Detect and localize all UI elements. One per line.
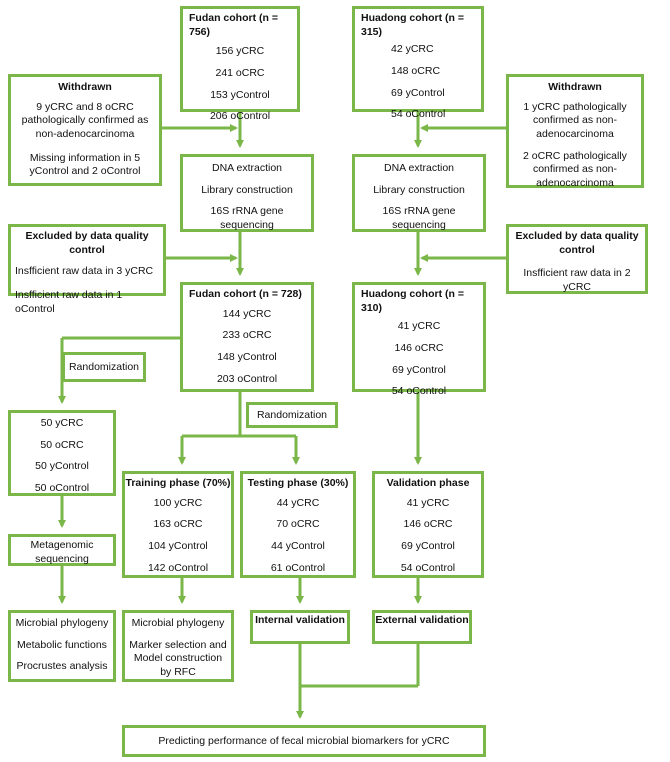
testing-phase-item: 44 yCRC — [276, 496, 320, 509]
validation-phase-box: Validation phase 41 yCRC 146 oCRC 69 yCo… — [372, 471, 484, 578]
excluded-right-item: Insfficient raw data in 2 yCRC — [523, 267, 631, 293]
analysis-item: Marker selection and Model construction … — [129, 638, 227, 678]
training-phase-item: 104 yControl — [148, 539, 208, 552]
fudan-cohort-qc-box: Fudan cohort (n = 728) 144 yCRC 233 oCRC… — [180, 282, 314, 392]
dna-step: Library construction — [373, 183, 465, 196]
huadong-cohort-qc-item: 146 oCRC — [394, 341, 444, 354]
fudan-cohort-qc-item: 144 yCRC — [222, 307, 272, 320]
excluded-left-item: Insfficient raw data in 3 yCRC — [15, 265, 154, 278]
analysis-item: Metabolic functions — [17, 638, 107, 651]
withdrawn-left-item: 9 yCRC and 8 oCRC pathologically confirm… — [21, 100, 149, 140]
dna-step: Library construction — [201, 183, 293, 196]
testing-phase-item: 70 oCRC — [276, 518, 320, 531]
dna-step: 16S rRNA gene sequencing — [210, 205, 284, 231]
withdrawn-left-title: Withdrawn — [58, 81, 112, 93]
dna-processing-left-box: DNA extraction Library construction 16S … — [180, 154, 314, 232]
fudan-cohort-item: 206 oControl — [209, 110, 271, 123]
excluded-right-title: Excluded by data quality control — [515, 230, 639, 256]
fudan-cohort-item: 156 yCRC — [215, 45, 265, 58]
internal-validation-box: Internal validation — [250, 610, 350, 644]
huadong-cohort-qc-item: 54 oControl — [391, 385, 447, 398]
dna-step: DNA extraction — [383, 162, 455, 174]
huadong-cohort-qc-title: Huadong cohort (n = 310) — [361, 288, 464, 314]
withdrawn-right-title: Withdrawn — [548, 81, 602, 93]
analysis-training-box: Microbial phylogeny Marker selection and… — [122, 610, 234, 682]
fudan-cohort-item: 153 yControl — [210, 88, 270, 101]
validation-phase-item: 146 oCRC — [403, 518, 453, 531]
analysis-item: Microbial phylogeny — [131, 617, 225, 629]
internal-validation-label: Internal validation — [255, 614, 345, 626]
external-validation-box: External validation — [372, 610, 472, 644]
training-phase-title: Training phase (70%) — [125, 477, 231, 489]
huadong-cohort-title: Huadong cohort (n = 315) — [361, 12, 464, 38]
dna-step: DNA extraction — [211, 162, 283, 174]
excluded-right-box: Excluded by data quality control Insffic… — [506, 224, 648, 294]
metagenomic-sequencing-box: Metagenomic sequencing — [8, 534, 116, 566]
testing-phase-item: 61 oControl — [270, 561, 326, 574]
validation-phase-item: 69 yControl — [401, 539, 455, 552]
external-validation-label: External validation — [375, 614, 469, 626]
subset-item: 50 oCRC — [40, 438, 84, 451]
validation-phase-title: Validation phase — [386, 477, 470, 489]
excluded-left-item: Insfficient raw data in 1 oControl — [15, 288, 123, 315]
huadong-cohort-item: 69 yControl — [391, 86, 445, 99]
fudan-cohort-title: Fudan cohort (n = 756) — [189, 12, 278, 38]
analysis-left-box: Microbial phylogeny Metabolic functions … — [8, 610, 116, 682]
validation-phase-item: 41 yCRC — [406, 496, 450, 509]
huadong-cohort-qc-item: 41 yCRC — [397, 320, 441, 333]
huadong-cohort-item: 54 oControl — [391, 108, 446, 121]
subset-item: 50 yControl — [35, 460, 89, 473]
huadong-cohort-item: 148 oCRC — [391, 64, 441, 77]
fudan-cohort-qc-item: 203 oControl — [216, 372, 278, 385]
randomization-label: Randomization — [68, 361, 140, 373]
fudan-cohort-qc-title: Fudan cohort (n = 728) — [189, 288, 302, 300]
huadong-cohort-box: Huadong cohort (n = 315) 42 yCRC 148 oCR… — [352, 6, 484, 120]
subset-item: 50 yCRC — [40, 417, 84, 429]
excluded-left-box: Excluded by data quality control Insffic… — [8, 224, 166, 315]
withdrawn-right-item: 1 yCRC pathologically confirmed as non-a… — [523, 100, 627, 140]
training-phase-item: 142 oControl — [147, 561, 209, 574]
huadong-cohort-item: 42 yCRC — [391, 43, 434, 56]
dna-processing-right-box: DNA extraction Library construction 16S … — [352, 154, 486, 232]
fudan-cohort-box: Fudan cohort (n = 756) 156 yCRC 241 oCRC… — [180, 6, 300, 122]
training-phase-box: Training phase (70%) 100 yCRC 163 oCRC 1… — [122, 471, 234, 578]
randomization-label: Randomization — [256, 409, 328, 421]
subset-item: 50 oControl — [34, 481, 90, 494]
final-outcome-box: Predicting performance of fecal microbia… — [122, 725, 486, 757]
training-phase-item: 163 oCRC — [153, 518, 203, 531]
training-phase-item: 100 yCRC — [153, 496, 203, 509]
huadong-cohort-qc-item: 69 yControl — [392, 363, 446, 376]
withdrawn-right-item: 2 oCRC pathologically confirmed as non-a… — [523, 149, 627, 189]
final-outcome-label: Predicting performance of fecal microbia… — [158, 735, 450, 747]
fudan-cohort-qc-item: 233 oCRC — [222, 329, 272, 342]
testing-phase-box: Testing phase (30%) 44 yCRC 70 oCRC 44 y… — [240, 471, 356, 578]
dna-step: 16S rRNA gene sequencing — [382, 205, 456, 231]
validation-phase-item: 54 oControl — [400, 561, 456, 574]
analysis-item: Microbial phylogeny — [15, 617, 109, 629]
metagenomic-label: Metagenomic sequencing — [30, 539, 94, 565]
randomization-subset-box: Randomization — [62, 352, 146, 382]
randomization-split-box: Randomization — [246, 402, 338, 428]
huadong-cohort-qc-box: Huadong cohort (n = 310) 41 yCRC 146 oCR… — [352, 282, 486, 397]
metagenomic-subset-box: 50 yCRC 50 oCRC 50 yControl 50 oControl — [8, 410, 116, 496]
testing-phase-title: Testing phase (30%) — [247, 477, 349, 489]
withdrawn-left-item: Missing information in 5 yControl and 2 … — [29, 151, 141, 178]
fudan-cohort-item: 241 oCRC — [215, 66, 265, 79]
fudan-cohort-qc-item: 148 yControl — [217, 350, 277, 363]
testing-phase-item: 44 yControl — [271, 539, 325, 552]
withdrawn-left-box: Withdrawn 9 yCRC and 8 oCRC pathological… — [8, 74, 162, 186]
excluded-left-title: Excluded by data quality control — [25, 230, 149, 256]
withdrawn-right-box: Withdrawn 1 yCRC pathologically confirme… — [506, 74, 644, 189]
analysis-item: Procrustes analysis — [16, 660, 108, 673]
